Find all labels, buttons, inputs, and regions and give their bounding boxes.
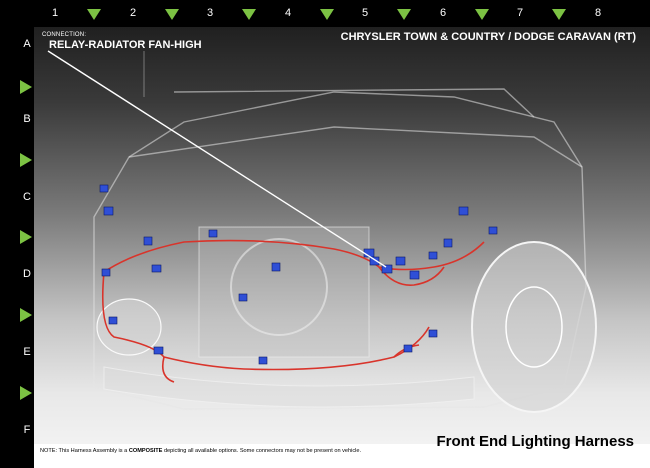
row-label: E: [23, 346, 31, 358]
harness-connector: [403, 344, 413, 353]
wheel-hub: [505, 286, 563, 368]
harness-connector: [458, 206, 469, 216]
column-marker-icon: [397, 9, 411, 20]
row-label: C: [23, 191, 31, 203]
harness-connector: [108, 316, 118, 325]
row-marker-icon: [20, 386, 32, 400]
harness-connector: [143, 236, 153, 246]
windshield-base: [173, 88, 535, 118]
harness-connector: [428, 251, 438, 260]
footer-strip: [34, 444, 650, 468]
harness-connector: [443, 238, 453, 248]
harness-wire-relay-branch: [378, 266, 445, 286]
relay-radiator-fan-high-connector: [381, 264, 393, 274]
harness-connector: [208, 229, 218, 238]
note-suffix: depicting all available options. Some co…: [162, 448, 362, 454]
row-marker-icon: [20, 153, 32, 167]
column-marker-icon: [320, 9, 334, 20]
hood-line: [128, 126, 583, 168]
row-label: B: [23, 113, 31, 125]
front-bumper: [103, 366, 475, 408]
column-label: 4: [284, 7, 292, 19]
harness-connector: [238, 293, 248, 302]
column-label: 3: [206, 7, 214, 19]
column-label: 7: [516, 7, 524, 19]
harness-wire-left-branch: [161, 356, 175, 383]
harness-connector: [151, 264, 162, 273]
headlamp: [96, 298, 162, 356]
column-label: 8: [594, 7, 602, 19]
harness-wire-upper: [103, 239, 485, 273]
radiator: [198, 226, 370, 358]
column-label: 6: [439, 7, 447, 19]
row-marker-icon: [20, 308, 32, 322]
connection-name: RELAY-RADIATOR FAN-HIGH: [49, 39, 202, 51]
column-marker-icon: [475, 9, 489, 20]
harness-connector: [409, 270, 420, 280]
column-marker-icon: [87, 9, 101, 20]
harness-connector: [428, 329, 438, 338]
harness-connector: [271, 262, 281, 272]
column-marker-icon: [242, 9, 256, 20]
row-label: D: [23, 268, 31, 280]
column-marker-icon: [552, 9, 566, 20]
row-marker-icon: [20, 80, 32, 94]
harness-connector: [369, 256, 380, 266]
column-marker-icon: [165, 9, 179, 20]
row-label: F: [23, 424, 31, 436]
harness-title: Front End Lighting Harness: [436, 433, 635, 450]
harness-connector: [153, 346, 164, 355]
harness-connector: [488, 226, 498, 235]
connection-caption: CONNECTION:: [42, 32, 87, 38]
front-wheel: [471, 241, 597, 413]
callout-leader-line: [47, 50, 387, 268]
cooling-fan: [230, 238, 328, 336]
composite-note: NOTE: This Harness Assembly is a COMPOSI…: [40, 448, 361, 454]
harness-connector: [101, 268, 111, 277]
harness-connector: [395, 256, 406, 266]
column-label: 5: [361, 7, 369, 19]
row-marker-icon: [20, 230, 32, 244]
harness-connector: [99, 184, 109, 193]
harness-connector: [258, 356, 268, 365]
column-label: 2: [129, 7, 137, 19]
note-emphasis: COMPOSITE: [128, 448, 163, 454]
harness-connector: [103, 206, 114, 216]
row-label: A: [23, 38, 31, 50]
column-label: 1: [51, 7, 59, 19]
vehicle-title: CHRYSLER TOWN & COUNTRY / DODGE CARAVAN …: [340, 31, 636, 43]
note-prefix: NOTE: This Harness Assembly is a: [40, 448, 129, 454]
vehicle-harness-illustration: [47, 50, 597, 413]
